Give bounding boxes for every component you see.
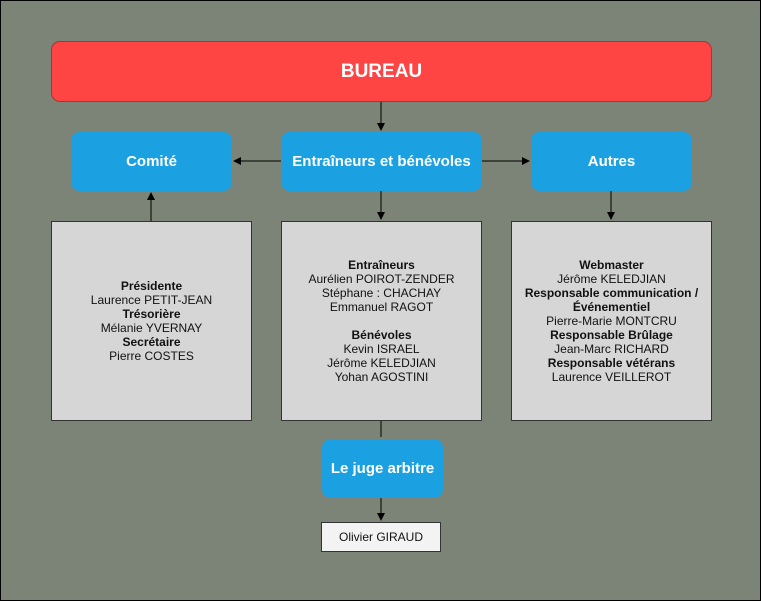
juge-arbitre-node: Le juge arbitre [322,439,443,498]
role-heading: Webmaster [579,258,644,272]
juge-arbitre-name-box: Olivier GIRAUD [321,522,441,552]
role-heading: Secrétaire [122,335,181,349]
member-name: Pierre-Marie MONTCRU [546,314,677,328]
role-heading: Bénévoles [351,328,412,342]
member-name: Jean-Marc RICHARD [554,342,669,356]
entraineurs-node: Entraîneurs et bénévoles [281,132,482,191]
member-name: Pierre COSTES [109,349,194,363]
entraineurs-label: Entraîneurs et bénévoles [292,153,471,170]
member-name: Yohan AGOSTINI [334,370,429,384]
role-heading: Responsable vétérans [547,356,676,370]
comite-node: Comité [71,132,232,191]
role-heading: Responsable Brûlage [550,328,673,342]
autres-node: Autres [531,132,692,191]
member-name: Jérôme KELEDJIAN [557,272,666,286]
member-name: Laurence VEILLEROT [551,370,672,384]
member-name: Mélanie YVERNAY [100,321,203,335]
member-name: Emmanuel RAGOT [329,300,434,314]
role-heading: Présidente [120,279,183,293]
member-name: Jérôme KELEDJIAN [327,356,436,370]
comite-label: Comité [126,153,177,170]
role-heading: Trésorière [122,307,181,321]
role-heading: Événementiel [572,300,651,314]
juge-arbitre-name: Olivier GIRAUD [338,530,423,544]
bureau-label: BUREAU [340,60,423,82]
role-heading: Responsable communication / [524,286,699,300]
member-name: Aurélien POIROT-ZENDER [308,272,455,286]
member-name: Kevin ISRAEL [343,342,420,356]
member-name: Laurence PETIT-JEAN [90,293,213,307]
bureau-node: BUREAU [51,41,712,102]
autres-label: Autres [587,153,636,170]
member-name: Stéphane : CHACHAY [321,286,442,300]
role-heading: Entraîneurs [348,258,415,272]
juge-arbitre-label: Le juge arbitre [330,460,435,477]
